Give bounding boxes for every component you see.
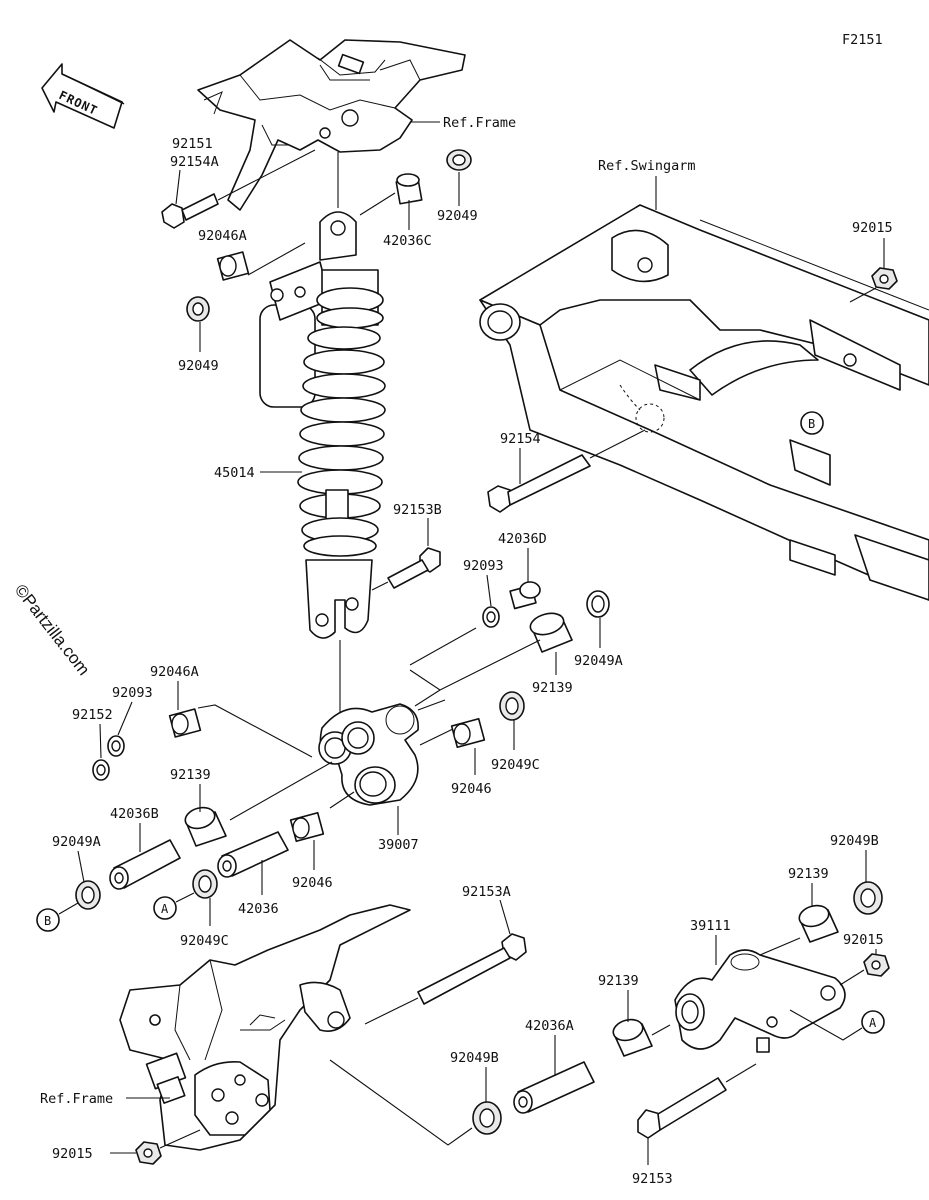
callout-a-upper: A (153, 896, 177, 920)
washer-92049C-right (499, 691, 525, 721)
label-92154: 92154 (500, 431, 541, 447)
callout-a-upper-text: A (161, 902, 169, 916)
figure-code: F2151 (842, 32, 883, 48)
callout-a-lower: A (861, 1010, 885, 1034)
bolt-92153 (637, 1063, 757, 1139)
label-92049A-right: 92049A (574, 653, 623, 669)
nut-92015-top (871, 267, 898, 290)
label-92139-right: 92139 (788, 866, 829, 882)
washer-92152 (92, 759, 110, 781)
label-45014: 45014 (214, 465, 255, 481)
label-92153B: 92153B (393, 502, 442, 518)
sleeve-92139-left (184, 806, 227, 847)
frame-bottom (119, 904, 411, 1151)
collar-42036C (395, 173, 423, 205)
washer-92093-mid (482, 606, 500, 628)
label-42036D: 42036D (498, 531, 547, 547)
label-42036C: 42036C (383, 233, 432, 249)
label-92015-bottom: 92015 (52, 1146, 93, 1162)
washer-92049A-left (75, 880, 101, 910)
label-92046A-top: 92046A (198, 228, 247, 244)
label-92046A-left: 92046A (150, 664, 199, 680)
label-92154A: 92154A (170, 154, 219, 170)
label-42036: 42036 (238, 901, 279, 917)
watermark: ©Partzilla.com (11, 581, 94, 679)
label-92046-right: 92046 (451, 781, 492, 797)
label-92046-left: 92046 (292, 875, 333, 891)
label-92139-left: 92139 (170, 767, 211, 783)
sleeve-42036A (513, 1061, 595, 1114)
washer-92049-left (186, 296, 210, 322)
callout-b-upper-text: B (808, 417, 815, 431)
label-92152: 92152 (72, 707, 113, 723)
label-92049B-right: 92049B (830, 833, 879, 849)
bearing-92046A-top (216, 251, 250, 281)
washer-92049B-lower (472, 1101, 502, 1135)
label-92049C-left: 92049C (180, 933, 229, 949)
sleeve-92139-lower (612, 1018, 653, 1057)
callout-b-upper: B (800, 411, 824, 435)
callout-a-lower-text: A (869, 1016, 877, 1030)
shock-absorber-45014 (259, 152, 386, 720)
bearing-92046A-left (168, 708, 202, 738)
sleeve-42036 (217, 831, 289, 878)
callout-b-lower-text: B (44, 914, 51, 928)
label-92139-mid: 92139 (532, 680, 573, 696)
frame-top (197, 39, 466, 211)
ref-frame-top-label: Ref.Frame (443, 115, 516, 131)
label-92049B-lower: 92049B (450, 1050, 499, 1066)
front-arrow-icon: FRONT (41, 63, 125, 129)
tie-rod-39111 (674, 949, 846, 1053)
washer-92049-top (446, 149, 472, 171)
label-39111: 39111 (690, 918, 731, 934)
collar-42036D (509, 581, 541, 610)
callout-b-lower: B (36, 908, 60, 932)
label-92049-top: 92049 (437, 208, 478, 224)
label-92093-left: 92093 (112, 685, 153, 701)
bolt-92151 (161, 149, 316, 229)
swingarm (479, 204, 929, 601)
label-92093-mid: 92093 (463, 558, 504, 574)
bearing-92046-left (289, 811, 325, 843)
label-92049A-left: 92049A (52, 834, 101, 850)
label-92049-left: 92049 (178, 358, 219, 374)
sleeve-92139-mid (529, 612, 573, 653)
label-42036A: 42036A (525, 1018, 574, 1034)
washer-92049C-left (192, 869, 218, 899)
bolt-92153B (371, 547, 441, 591)
label-92015-top: 92015 (852, 220, 893, 236)
label-39007: 39007 (378, 837, 419, 853)
label-42036B: 42036B (110, 806, 159, 822)
label-92151: 92151 (172, 136, 213, 152)
washer-92049B-right (853, 881, 883, 915)
washer-92093-left (107, 735, 125, 757)
nut-92015-bottom (135, 1141, 162, 1165)
ref-frame-bottom-label: Ref.Frame (40, 1091, 113, 1107)
label-92153: 92153 (632, 1171, 673, 1187)
ref-swingarm-label: Ref.Swingarm (598, 158, 696, 174)
sleeve-92139-right (798, 904, 839, 943)
bearing-92046-right (450, 717, 486, 749)
bolt-92154 (487, 429, 646, 513)
label-92139-lower: 92139 (598, 973, 639, 989)
label-92049C-right: 92049C (491, 757, 540, 773)
label-92015-right: 92015 (843, 932, 884, 948)
link-39007 (318, 703, 419, 806)
sleeve-42036B (109, 839, 181, 890)
label-92153A: 92153A (462, 884, 511, 900)
bolt-92153A (364, 933, 527, 1025)
washer-92049A-right (586, 590, 610, 618)
nut-92015-right (863, 953, 890, 977)
